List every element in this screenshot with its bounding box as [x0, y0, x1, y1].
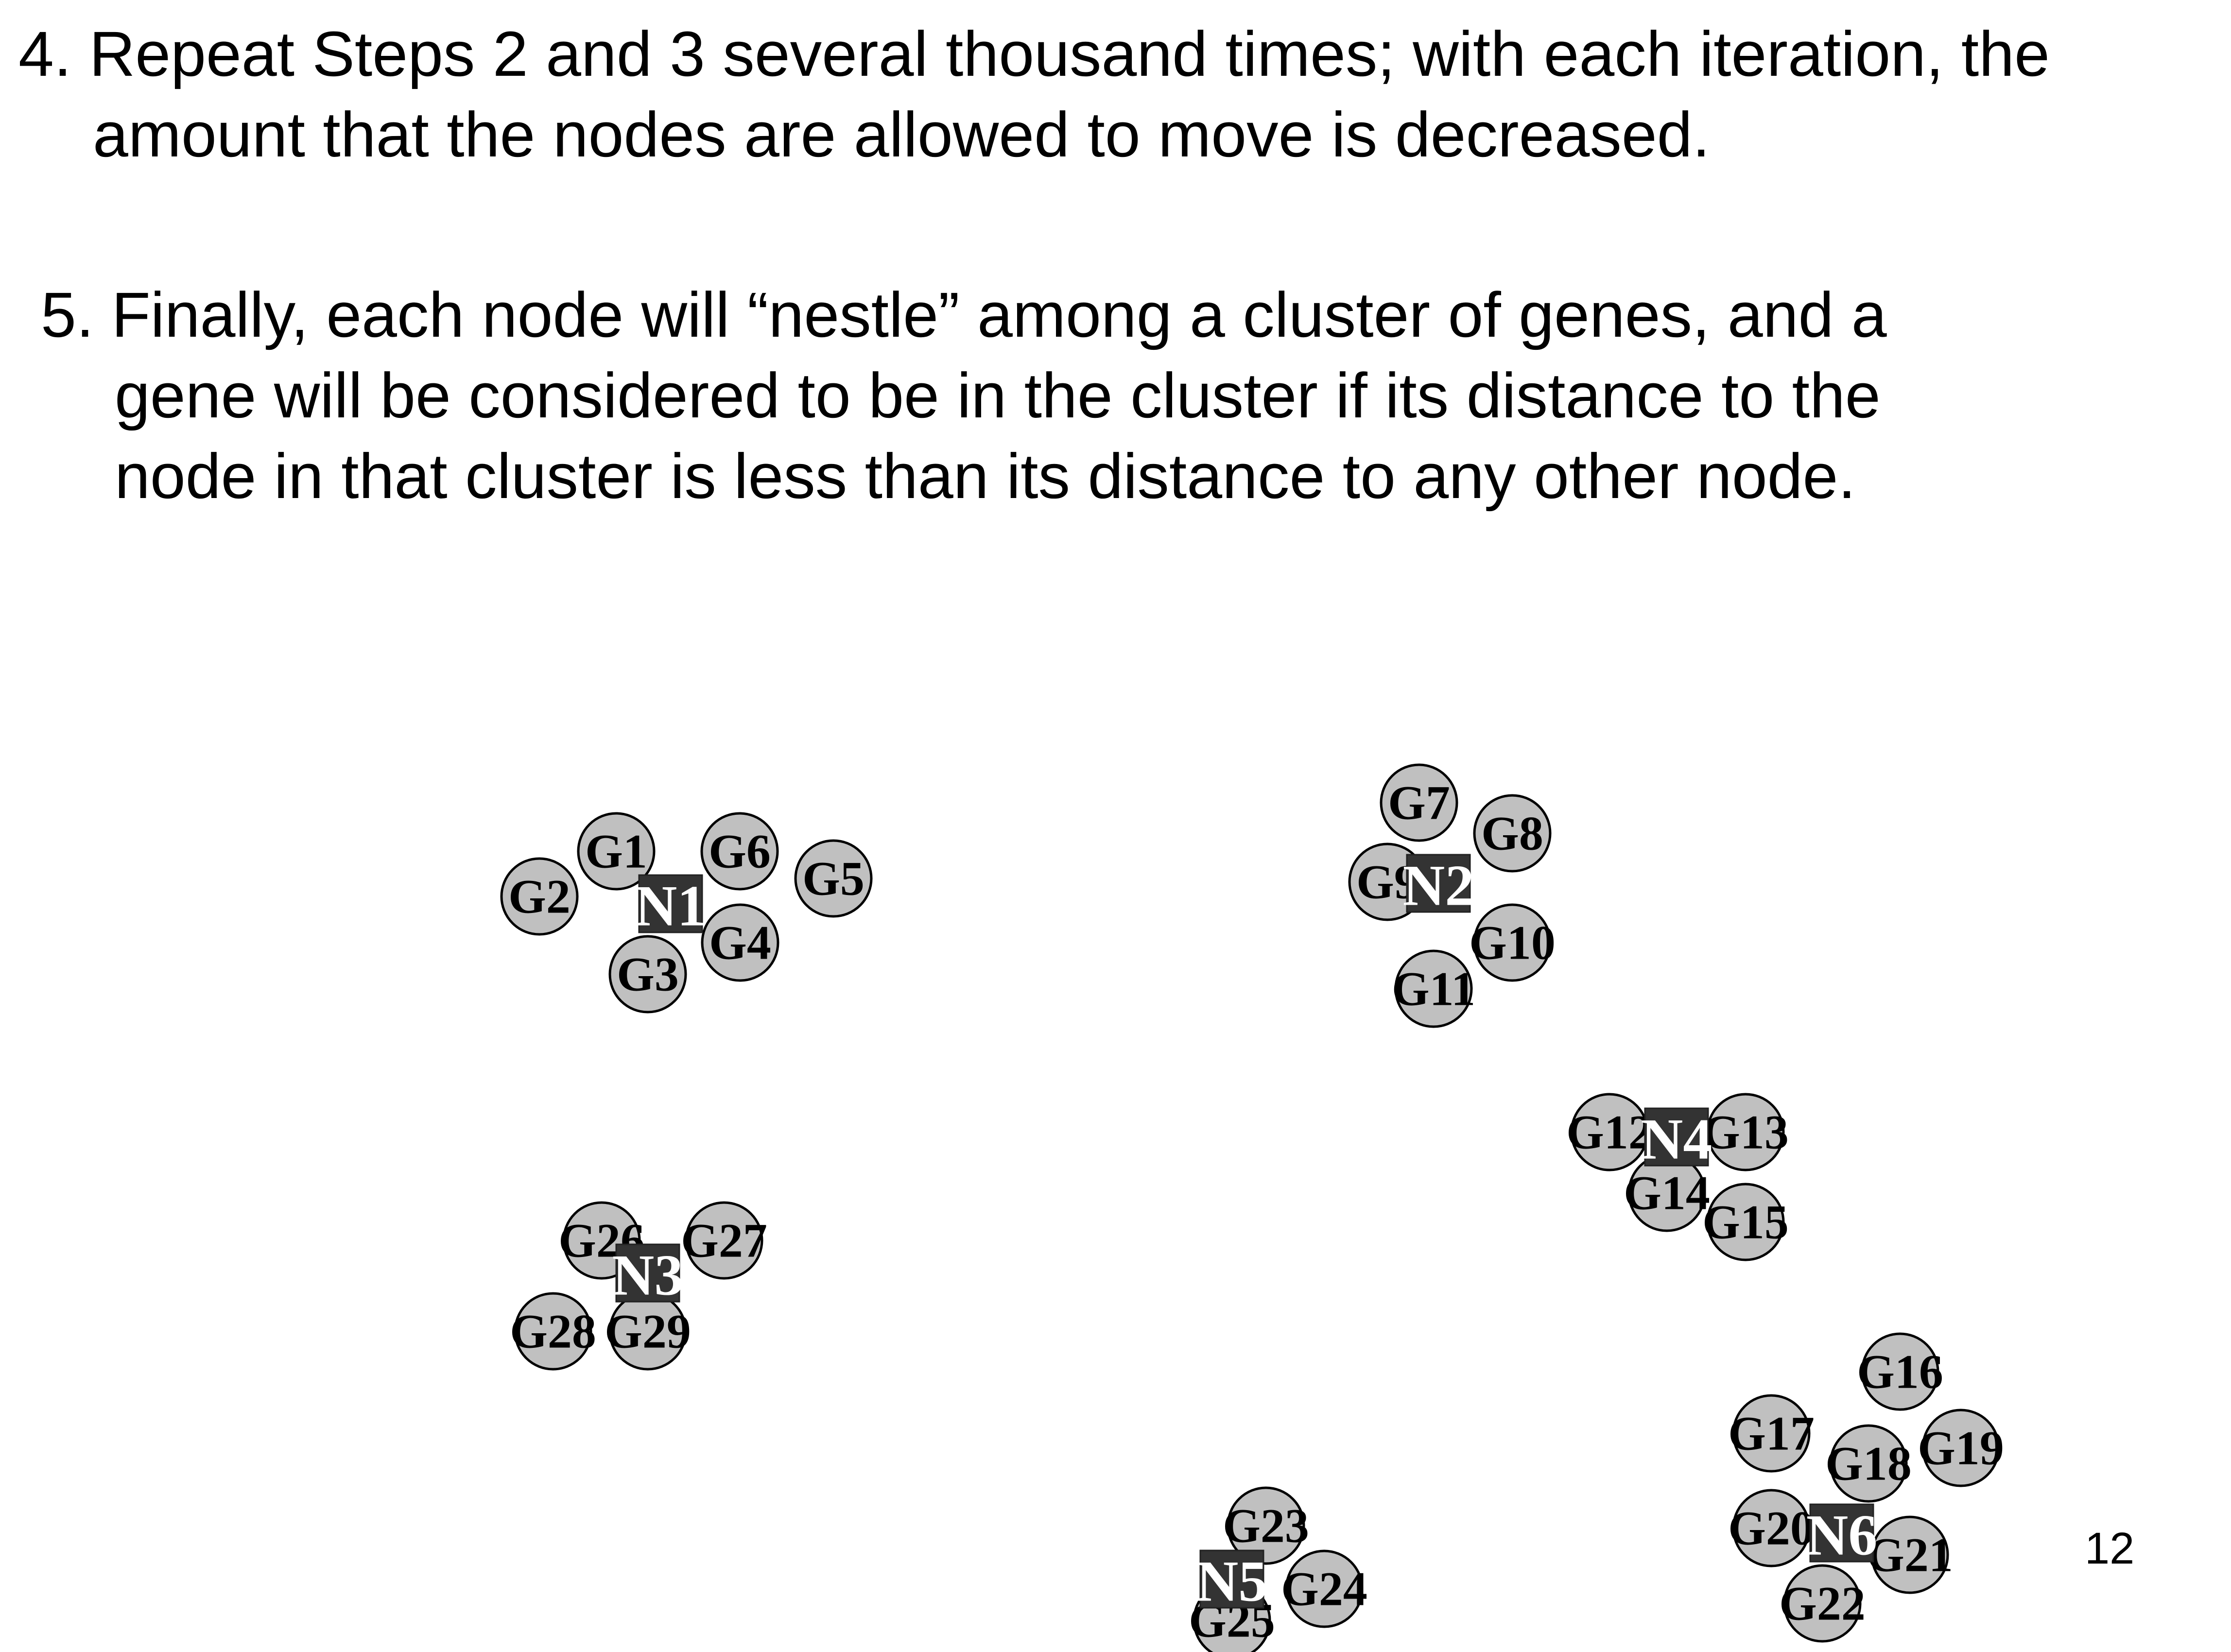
gene-circle: [1473, 794, 1552, 873]
gene-circle: [1921, 1409, 2000, 1487]
gene-circle: [577, 812, 656, 891]
gene-label: G7: [1388, 776, 1450, 830]
gene-g22: G22: [1779, 1564, 1866, 1643]
gene-g28: G28: [510, 1292, 596, 1371]
node-n2: N2: [1403, 853, 1474, 918]
gene-label: G12: [1566, 1105, 1653, 1159]
node-n1: N1: [635, 874, 707, 938]
gene-label: G22: [1779, 1577, 1866, 1631]
gene-label: G1: [585, 825, 647, 878]
node-label: N6: [1806, 1503, 1878, 1567]
gene-circle: [500, 857, 579, 936]
node-label: N5: [1196, 1549, 1268, 1614]
gene-g16: G16: [1857, 1332, 1943, 1411]
node-square: [1199, 1549, 1264, 1609]
gene-label: G23: [1223, 1499, 1309, 1553]
step-5-line-2: gene will be considered to be in the clu…: [115, 360, 1881, 431]
gene-label: G16: [1857, 1345, 1943, 1399]
gene-label: G24: [1281, 1562, 1367, 1616]
step-4-text: 4. Repeat Steps 2 and 3 several thousand…: [18, 14, 2050, 175]
gene-g6: G6: [700, 812, 779, 891]
gene-g18: G18: [1825, 1424, 1912, 1503]
node-square: [1809, 1503, 1874, 1563]
node-n6: N6: [1806, 1503, 1878, 1567]
gene-label: G6: [709, 825, 771, 878]
gene-circle: [1394, 949, 1473, 1028]
node-label: N1: [635, 874, 707, 938]
gene-circle: [608, 935, 687, 1014]
gene-circle: [1227, 1486, 1305, 1565]
gene-g10: G10: [1469, 903, 1556, 982]
gene-label: G13: [1702, 1105, 1789, 1159]
gene-g4: G4: [701, 903, 779, 982]
step-5-line-1: 5. Finally, each node will “nestle” amon…: [41, 279, 1887, 350]
gene-circle: [1829, 1424, 1908, 1503]
gene-g24: G24: [1281, 1549, 1367, 1628]
gene-g20: G20: [1728, 1489, 1815, 1567]
gene-circle: [1706, 1183, 1785, 1261]
gene-label: G5: [802, 852, 865, 906]
gene-circle: [700, 812, 779, 891]
gene-g11: G11: [1392, 949, 1475, 1028]
gene-label: G10: [1469, 916, 1556, 970]
step-5-text: 5. Finally, each node will “nestle” amon…: [41, 275, 1887, 516]
node-n5: N5: [1196, 1549, 1268, 1614]
step-5-line-3: node in that cluster is less than its di…: [115, 440, 1856, 512]
node-label: N4: [1641, 1107, 1712, 1171]
gene-circle: [1473, 903, 1552, 982]
node-label: N2: [1403, 853, 1474, 918]
gene-circle: [1783, 1564, 1862, 1643]
gene-g15: G15: [1702, 1183, 1789, 1261]
gene-label: G8: [1481, 807, 1543, 860]
gene-circle: [1732, 1489, 1811, 1567]
gene-g5: G5: [794, 839, 873, 918]
gene-g19: G19: [1918, 1409, 2004, 1487]
node-square: [1644, 1107, 1709, 1167]
gene-label: G4: [709, 916, 771, 970]
gene-g21: G21: [1867, 1515, 1953, 1594]
gene-label: G2: [508, 870, 571, 924]
gene-label: G15: [1702, 1195, 1789, 1249]
gene-label: G21: [1867, 1528, 1953, 1582]
gene-g8: G8: [1473, 794, 1552, 873]
gene-label: G27: [681, 1214, 767, 1268]
gene-label: G17: [1728, 1407, 1815, 1461]
node-square: [638, 874, 703, 933]
gene-g12: G12: [1566, 1093, 1653, 1171]
gene-g27: G27: [681, 1201, 767, 1280]
step-4-line-2: amount that the nodes are allowed to mov…: [93, 99, 1710, 170]
node-square: [1406, 854, 1471, 913]
gene-circle: [514, 1292, 592, 1371]
gene-g7: G7: [1380, 763, 1458, 842]
gene-label: G3: [617, 947, 679, 1001]
gene-label: G29: [605, 1305, 691, 1359]
gene-g3: G3: [608, 935, 687, 1014]
gene-label: G28: [510, 1305, 596, 1359]
node-label: N3: [612, 1243, 684, 1308]
page-number: 12: [2085, 1524, 2135, 1573]
gene-label: G19: [1918, 1421, 2004, 1475]
gene-label: G11: [1392, 962, 1475, 1016]
node-square: [615, 1243, 680, 1303]
node-n3: N3: [612, 1243, 684, 1308]
gene-circle: [685, 1201, 763, 1280]
step-4-line-1: 4. Repeat Steps 2 and 3 several thousand…: [18, 18, 2050, 89]
gene-circle: [1285, 1549, 1364, 1628]
gene-g1: G1: [577, 812, 656, 891]
gene-circle: [1861, 1332, 1939, 1411]
gene-circle: [1732, 1394, 1811, 1473]
node-n4: N4: [1641, 1107, 1712, 1171]
gene-label: G20: [1728, 1501, 1815, 1555]
gene-g23: G23: [1223, 1486, 1309, 1565]
gene-label: G18: [1825, 1437, 1912, 1491]
gene-g13: G13: [1702, 1093, 1789, 1171]
gene-g2: G2: [500, 857, 579, 936]
gene-circle: [701, 903, 779, 982]
gene-g17: G17: [1728, 1394, 1815, 1473]
gene-label: G14: [1624, 1166, 1710, 1220]
gene-circle: [794, 839, 873, 918]
gene-circle: [1380, 763, 1458, 842]
gene-g14: G14: [1624, 1153, 1710, 1232]
